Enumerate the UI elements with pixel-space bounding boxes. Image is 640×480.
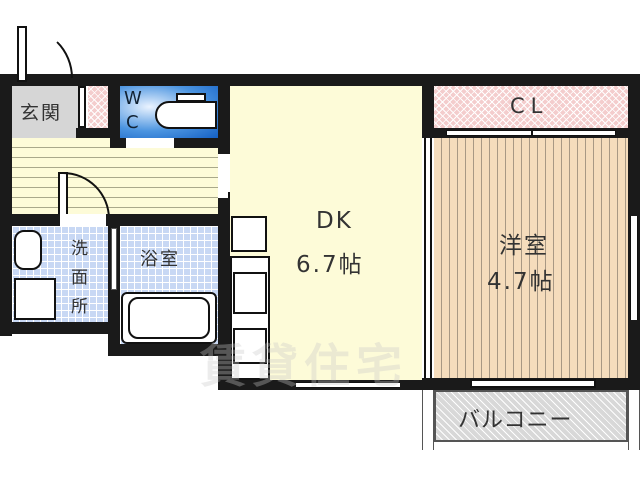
wall-entrance-wc (108, 74, 120, 150)
outer-wall-left (0, 74, 12, 336)
western-room-floor (434, 138, 628, 380)
wall-hall-bottom (12, 214, 230, 226)
toilet-tank-icon (176, 93, 206, 102)
washbasin-icon (14, 230, 42, 270)
washroom-label-3: 所 (71, 297, 90, 317)
entrance-storage (88, 86, 108, 128)
shoe-rack (78, 86, 86, 128)
entrance-floor (12, 86, 78, 138)
closet-door-right[interactable] (532, 130, 616, 136)
sliding-door-dk-western[interactable] (424, 138, 432, 380)
closet-label: CL (510, 94, 549, 118)
closet-floor (434, 86, 628, 128)
washing-machine-icon (14, 278, 56, 320)
washroom-door-gap (60, 214, 106, 226)
wc-label-c: C (126, 112, 141, 133)
watermark: 賃貸住宅 (200, 339, 408, 393)
fridge-space-icon (231, 216, 267, 252)
sink-icon (233, 272, 267, 314)
outer-wall-top (0, 74, 640, 86)
toilet-icon (155, 101, 217, 129)
balcony-floor (434, 390, 628, 442)
dk-name-label: DK (316, 208, 353, 234)
bathroom-label: 浴室 (140, 249, 180, 270)
balcony-window[interactable] (470, 379, 596, 388)
balcony-label: バルコニー (458, 408, 573, 433)
dk-window[interactable] (296, 382, 400, 388)
dk-size-label: 6.7帖 (296, 252, 364, 278)
closet-door-left[interactable] (446, 130, 532, 136)
bath-door[interactable] (111, 228, 117, 290)
wall-bathroom-right (218, 198, 230, 390)
washroom-label-2: 面 (71, 268, 90, 288)
western-room-name-label: 洋室 (499, 233, 549, 259)
entrance-wall (76, 128, 110, 138)
balcony-wall-left (422, 390, 434, 450)
wc-door-gap (126, 138, 174, 148)
washroom-label-1: 洗 (71, 239, 90, 259)
partition-dk-western (422, 74, 434, 138)
balcony-wall-right (628, 390, 640, 450)
entry-door-leaf[interactable] (17, 26, 27, 82)
entrance-label: 玄関 (20, 102, 63, 124)
stove-icon (233, 328, 267, 364)
hallway-floor (12, 138, 218, 214)
bathtub-inner-icon (128, 297, 210, 339)
western-room-side-window[interactable] (630, 216, 638, 320)
wc-label-w: W (124, 88, 144, 109)
wall-washroom-bottom (0, 322, 120, 334)
hallway-door-to-dk[interactable] (218, 154, 230, 198)
western-room-size-label: 4.7帖 (487, 269, 555, 295)
wc-wall-right (218, 74, 230, 154)
wall-bathroom-bottom (108, 344, 230, 356)
